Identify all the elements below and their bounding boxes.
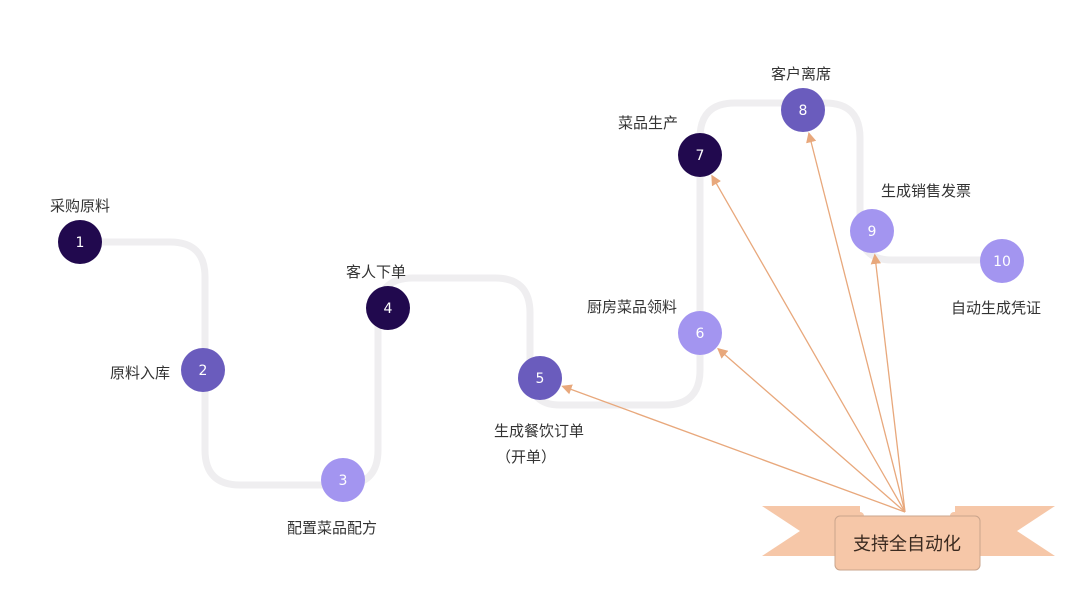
step-node-1: 1 xyxy=(58,220,102,264)
step-node-9: 9 xyxy=(850,209,894,253)
step-node-4: 4 xyxy=(366,286,410,330)
step-label-7: 菜品生产 xyxy=(618,114,679,132)
step-label-5: 生成餐饮订单 xyxy=(494,422,585,440)
step-number: 3 xyxy=(339,473,348,489)
step-label-9: 生成销售发票 xyxy=(881,182,972,200)
step-label-6: 厨房菜品领料 xyxy=(587,298,678,316)
step-label-4: 客人下单 xyxy=(346,263,407,281)
step-number: 4 xyxy=(384,301,393,317)
arrow-to-step-8 xyxy=(806,132,906,513)
arrow-to-step-5 xyxy=(561,384,906,513)
step-node-10: 10 xyxy=(980,239,1024,283)
step-circle xyxy=(181,348,225,392)
process-track xyxy=(76,99,1006,489)
banner-text: 支持全自动化 xyxy=(853,534,961,555)
step-number: 2 xyxy=(199,363,208,379)
arrow-to-step-7 xyxy=(711,174,906,513)
step-circle xyxy=(366,286,410,330)
step-circle xyxy=(678,311,722,355)
step-circle xyxy=(518,356,562,400)
step-node-7: 7 xyxy=(678,133,722,177)
step-node-8: 8 xyxy=(781,88,825,132)
step-label-10: 自动生成凭证 xyxy=(951,299,1042,317)
step-circle xyxy=(781,88,825,132)
step-number: 8 xyxy=(799,103,808,119)
automation-banner-ribbon xyxy=(762,506,1055,571)
step-label-3: 配置菜品配方 xyxy=(287,519,378,537)
step-circle xyxy=(678,133,722,177)
step-number: 7 xyxy=(696,148,705,164)
step-sublabel-5: （开单） xyxy=(496,448,557,466)
automation-arrows xyxy=(561,132,906,513)
step-circle xyxy=(850,209,894,253)
step-circle xyxy=(321,458,365,502)
step-number: 1 xyxy=(76,235,85,251)
step-node-2: 2 xyxy=(181,348,225,392)
step-number: 9 xyxy=(868,224,877,240)
step-number: 6 xyxy=(696,326,705,342)
step-number: 10 xyxy=(993,254,1011,270)
step-label-2: 原料入库 xyxy=(110,364,171,382)
step-node-5: 5 xyxy=(518,356,562,400)
step-circle xyxy=(58,220,102,264)
step-number: 5 xyxy=(536,371,545,387)
ribbon-center xyxy=(834,515,981,571)
step-label-1: 采购原料 xyxy=(50,197,111,215)
step-node-6: 6 xyxy=(678,311,722,355)
step-circle xyxy=(980,239,1024,283)
arrow-to-step-9 xyxy=(870,253,906,513)
arrow-to-step-6 xyxy=(717,347,906,513)
step-node-3: 3 xyxy=(321,458,365,502)
step-label-8: 客户离席 xyxy=(771,65,832,83)
